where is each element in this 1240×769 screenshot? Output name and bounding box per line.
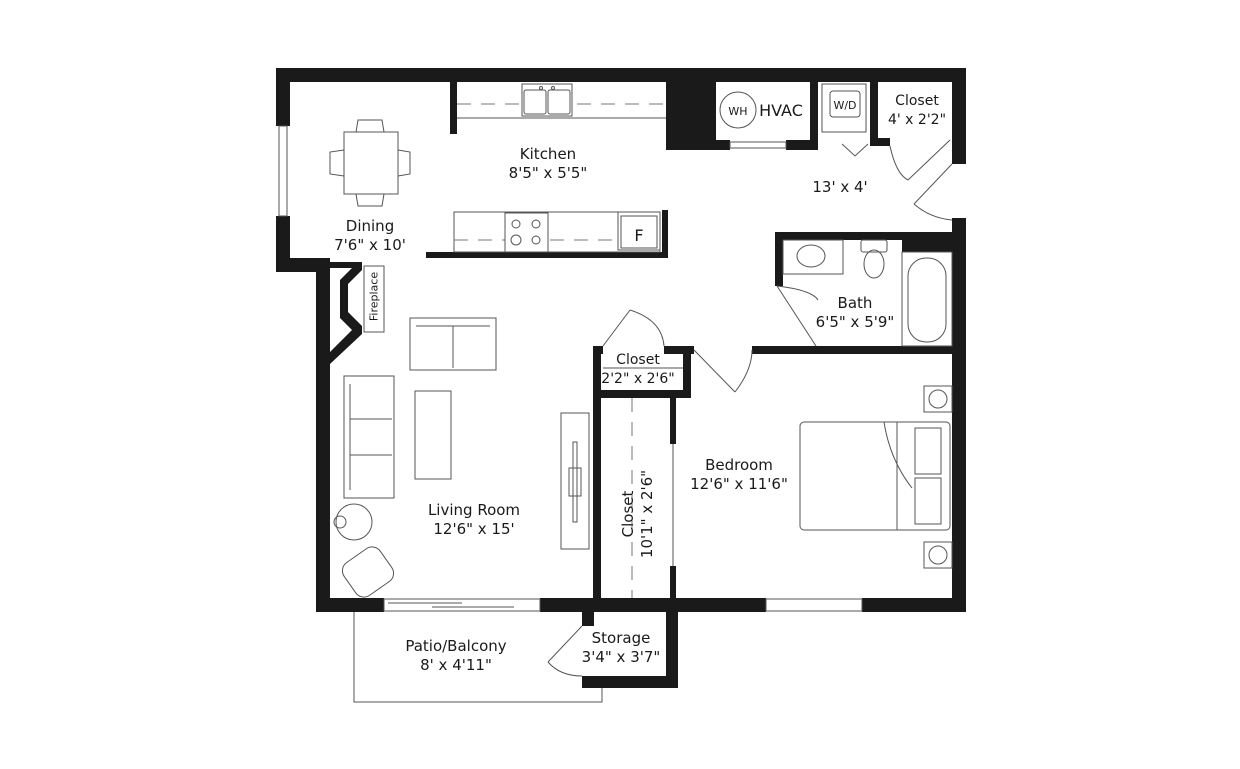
washer-dryer-label: W/D [833,96,856,115]
room-name: Closet [616,352,660,368]
room-name: Dining [345,217,395,235]
doors [547,139,953,677]
room-name: Closet [619,490,637,538]
room-dims: 12'6" x 15' [433,520,515,538]
room-name: Bedroom [705,456,773,474]
room-dims: 4' x 2'2" [887,112,947,128]
room-label-dining: Dining 7'6" x 10' [334,217,406,255]
room-name: Living Room [427,501,521,519]
fireplace-text: Fireplace [367,271,381,322]
fireplace-label: Fireplace [368,263,381,331]
room-label-kitchen: Kitchen 8'5" x 5'5" [509,145,588,183]
hvac-text: HVAC [759,101,803,120]
patio-outline [353,612,603,703]
fridge-label: F [634,226,643,245]
fireplace [363,265,385,333]
room-label-closet-small: Closet 2'2" x 2'6" [601,351,674,389]
room-dims: 3'4" x 3'7" [581,648,661,666]
room-label-patio: Patio/Balcony 8' x 4'11" [405,637,506,675]
room-dims: 10'1" x 2'6" [638,469,656,559]
room-dims: 8' x 4'11" [420,656,492,674]
room-dims: 12'6" x 11'6" [690,475,788,493]
water-heater-text: WH [728,105,748,118]
room-dims: 7'6" x 10' [334,236,406,254]
washer-dryer-text: W/D [833,99,857,112]
room-label-closet-hall: Closet 4' x 2'2" [888,92,946,130]
room-label-living: Living Room 12'6" x 15' [428,501,520,539]
room-dims: 8'5" x 5'5" [508,164,588,182]
kitchen-counters [453,83,666,253]
hvac-label: HVAC [759,101,803,120]
walls [276,68,966,688]
room-label-bedroom: Bedroom 12'6" x 11'6" [690,456,788,494]
room-name: Storage [591,629,651,647]
room-label-storage: Storage 3'4" x 3'7" [582,629,661,667]
living-furniture [333,317,590,598]
room-dims: 6'5" x 5'9" [815,313,895,331]
utility [719,83,869,157]
room-name: Kitchen [519,145,577,163]
bedroom-furniture [799,385,953,569]
room-name: Closet [895,93,939,109]
windows [278,125,863,612]
water-heater-label: WH [728,102,747,121]
dining-table [329,119,411,207]
room-label-bath: Bath 6'5" x 5'9" [816,294,895,332]
room-label-closet-walkin: Closet 10'1" x 2'6" [619,454,657,574]
room-label-hall: 13' x 4' [812,178,867,197]
room-name: Bath [837,294,873,312]
bath-fixtures [782,239,953,347]
room-dims: 2'2" x 2'6" [601,371,675,387]
room-dims: 13' x 4' [812,178,868,196]
room-name: Patio/Balcony [405,637,507,655]
